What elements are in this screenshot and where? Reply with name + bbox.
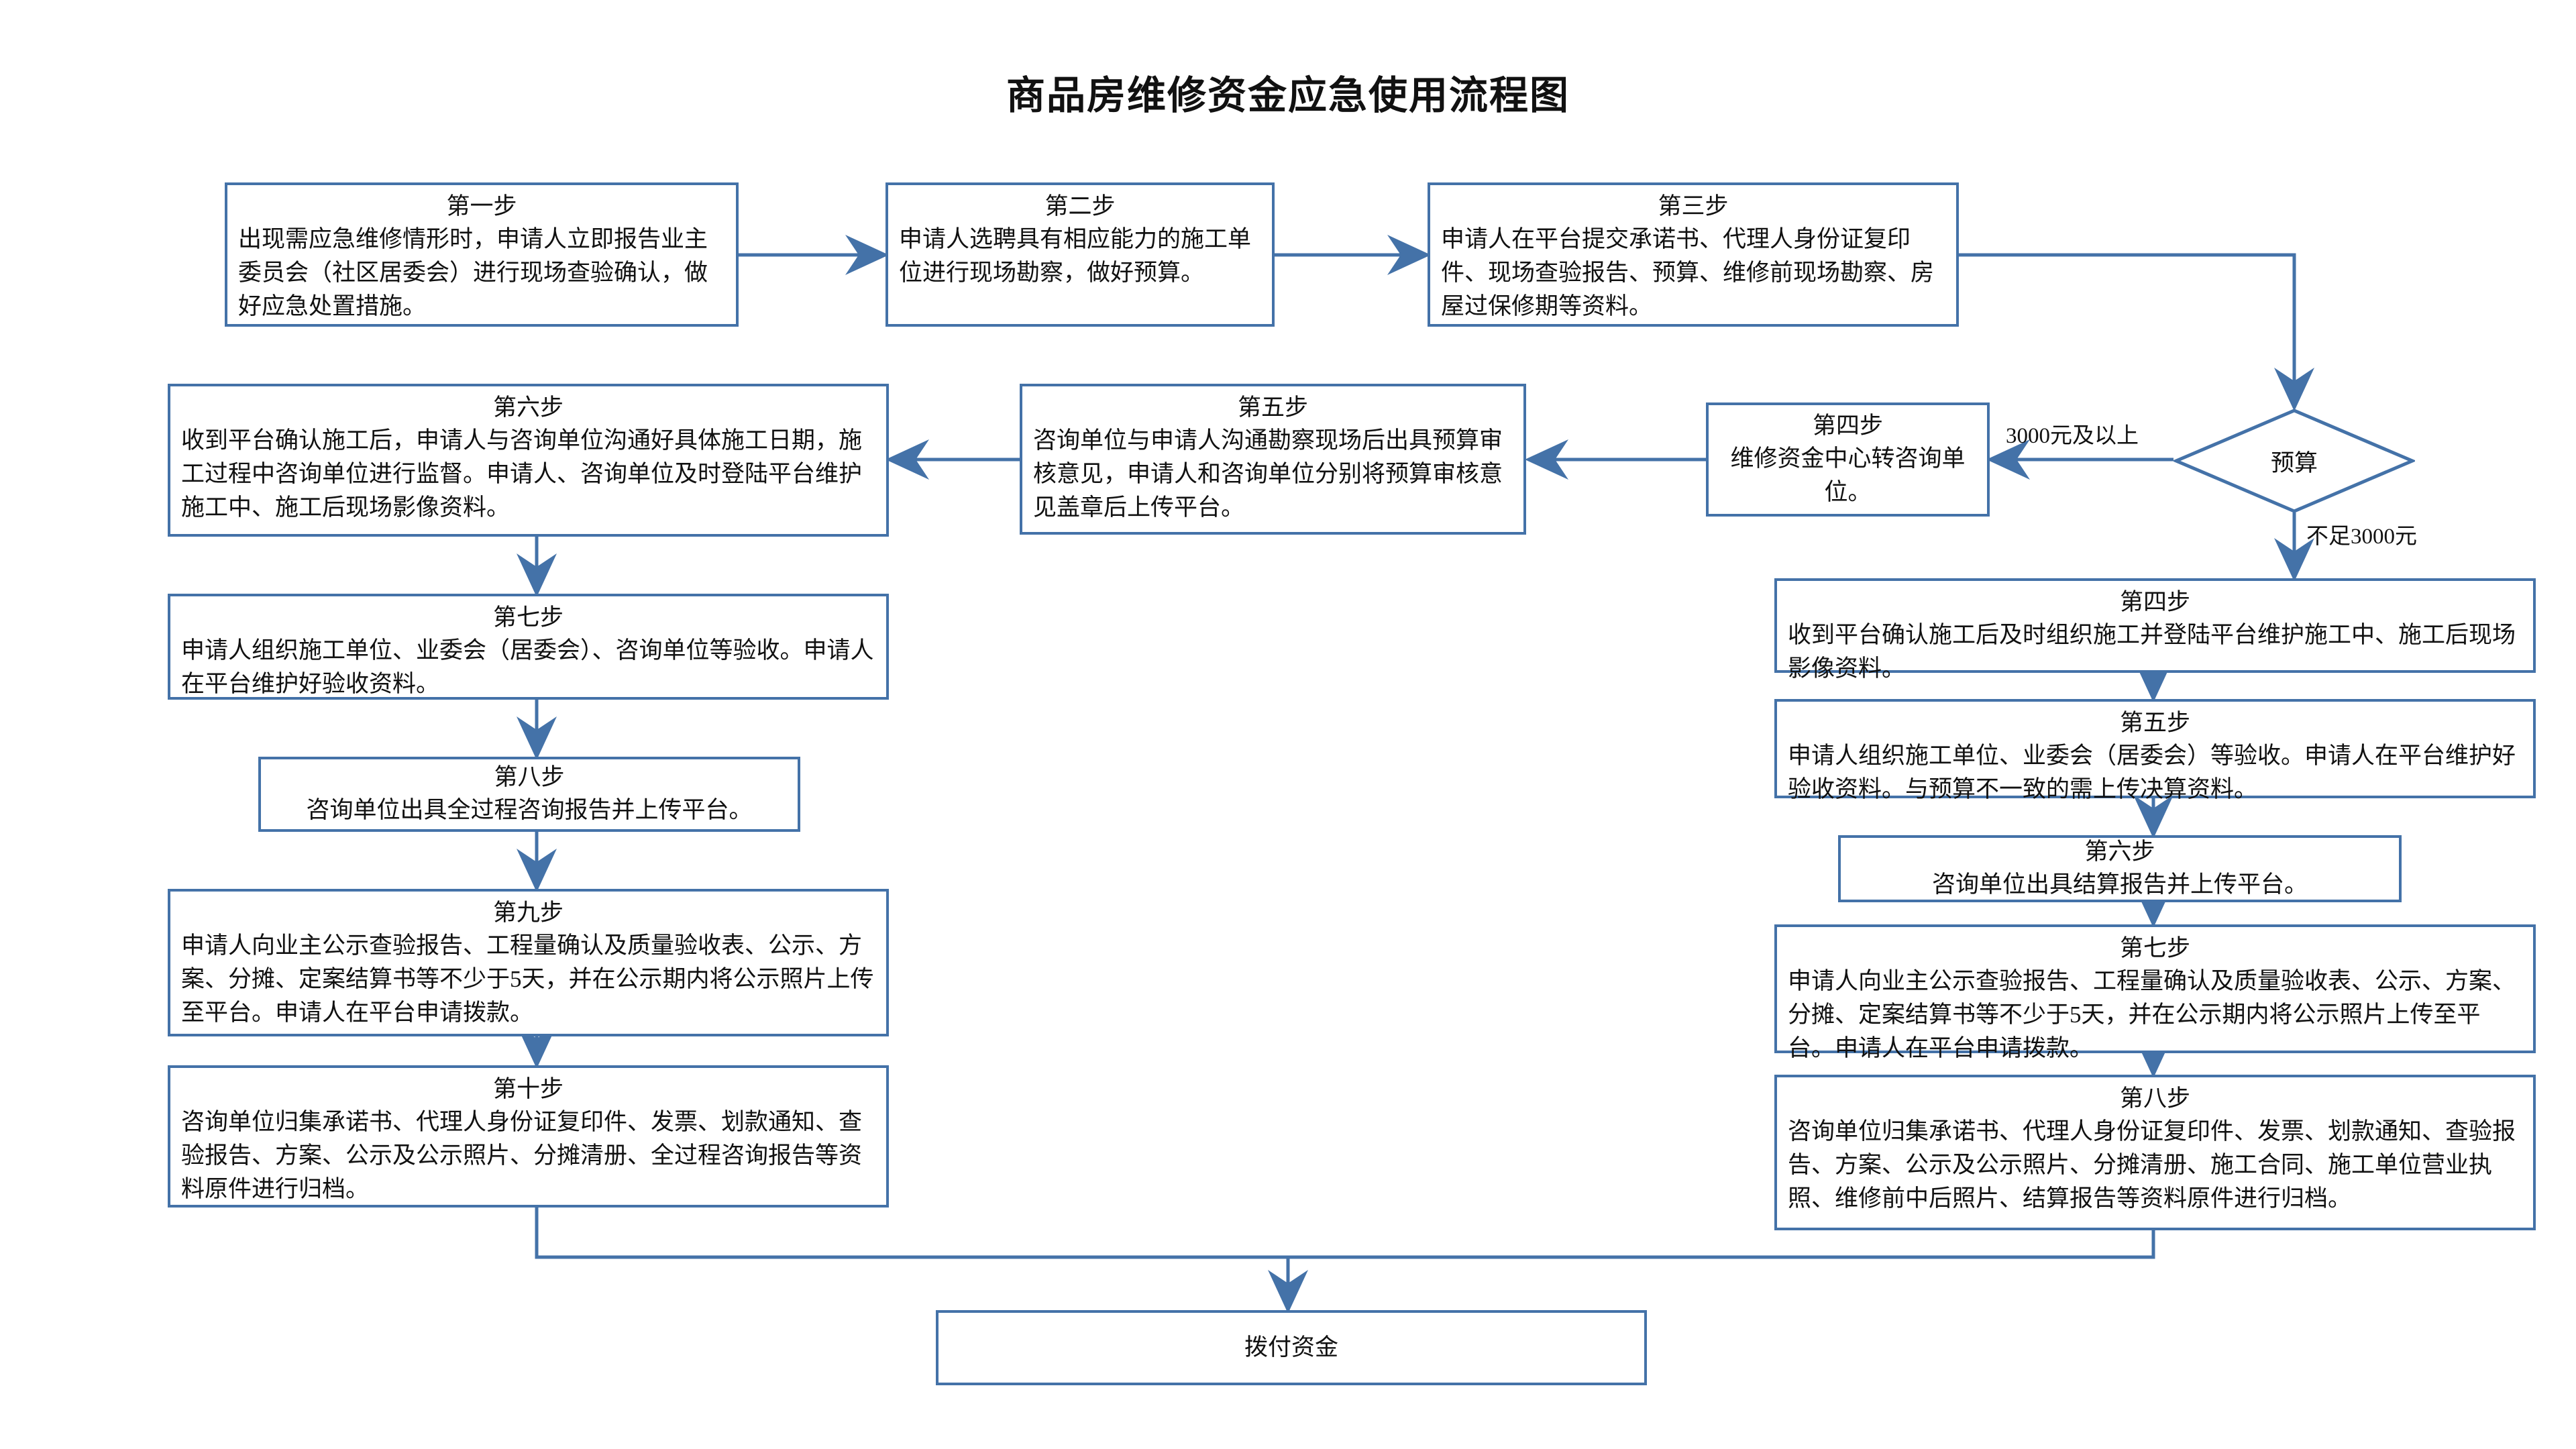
edge-label-budget-lt: 不足3000元 bbox=[2306, 525, 2417, 549]
node-right-step7-body: 申请人向业主公示查验报告、工程量确认及质量验收表、公示、方案、分摊、定案结算书等… bbox=[1788, 968, 2516, 1061]
node-left-step7-head: 第七步 bbox=[492, 604, 564, 631]
node-right-step4-head: 第四步 bbox=[2119, 589, 2190, 615]
node-step3-head: 第三步 bbox=[1658, 193, 1729, 219]
node-left-step8-body: 咨询单位出具全过程咨询报告并上传平台。 bbox=[306, 797, 753, 824]
node-left-step10-head: 第十步 bbox=[492, 1076, 564, 1102]
node-left-step4-head: 第四步 bbox=[1812, 413, 1883, 439]
node-right-step7-head: 第七步 bbox=[2119, 935, 2190, 961]
node-decision-budget[interactable]: 预算 bbox=[2171, 408, 2417, 514]
diamond-shape bbox=[2171, 409, 2417, 513]
node-step2-head: 第二步 bbox=[1044, 193, 1116, 219]
node-step3[interactable]: 第三步 申请人在平台提交承诺书、代理人身份证复印件、现场查验报告、预算、维修前现… bbox=[1428, 182, 1959, 327]
node-left-step6[interactable]: 第六步 收到平台确认施工后，申请人与咨询单位沟通好具体施工日期，施工过程中咨询单… bbox=[168, 384, 889, 537]
node-left-step4[interactable]: 第四步 维修资金中心转咨询单位。 bbox=[1706, 402, 1990, 517]
node-step2[interactable]: 第二步 申请人选聘具有相应能力的施工单位进行现场勘察，做好预算。 bbox=[885, 182, 1275, 327]
node-right-step5-head: 第五步 bbox=[2119, 710, 2190, 736]
edge-left10-merge bbox=[535, 1208, 1288, 1259]
node-right-step5[interactable]: 第五步 申请人组织施工单位、业委会（居委会）等验收。申请人在平台维护好验收资料。… bbox=[1774, 699, 2536, 802]
edge-step3-decision bbox=[1959, 253, 2314, 411]
node-step3-body: 申请人在平台提交承诺书、代理人身份证复印件、现场查验报告、预算、维修前现场勘察、… bbox=[1441, 226, 1935, 319]
node-left-step10-body: 咨询单位归集承诺书、代理人身份证复印件、发票、划款通知、查验报告、方案、公示及公… bbox=[181, 1109, 863, 1202]
node-left-step6-body: 收到平台确认施工后，申请人与咨询单位沟通好具体施工日期，施工过程中咨询单位进行监… bbox=[181, 427, 863, 521]
node-left-step6-head: 第六步 bbox=[492, 394, 564, 421]
node-final[interactable]: 拨付资金 bbox=[936, 1310, 1647, 1385]
node-right-step8[interactable]: 第八步 咨询单位归集承诺书、代理人身份证复印件、发票、划款通知、查验报告、方案、… bbox=[1774, 1075, 2536, 1230]
node-left-step5[interactable]: 第五步 咨询单位与申请人沟通勘察现场后出具预算审核意见，申请人和咨询单位分别将预… bbox=[1020, 384, 1526, 535]
node-left-step8[interactable]: 第八步 咨询单位出具全过程咨询报告并上传平台。 bbox=[258, 757, 800, 832]
node-right-step6[interactable]: 第六步 咨询单位出具结算报告并上传平台。 bbox=[1838, 835, 2402, 902]
node-step1-head: 第一步 bbox=[446, 193, 517, 219]
node-right-step8-head: 第八步 bbox=[2119, 1085, 2190, 1112]
node-decision-label: 预算 bbox=[2270, 449, 2318, 476]
node-final-label: 拨付资金 bbox=[1244, 1334, 1338, 1361]
node-right-step4[interactable]: 第四步 收到平台确认施工后及时组织施工并登陆平台维护施工中、施工后现场影像资料。 bbox=[1774, 578, 2536, 682]
node-right-step6-head: 第六步 bbox=[2084, 839, 2155, 865]
node-step1-body: 出现需应急维修情形时，申请人立即报告业主委员会（社区居委会）进行现场查验确认，做… bbox=[238, 226, 708, 319]
node-left-step8-head: 第八步 bbox=[494, 764, 565, 791]
node-right-step5-body: 申请人组织施工单位、业委会（居委会）等验收。申请人在平台维护好验收资料。与预算不… bbox=[1788, 743, 2516, 802]
node-left-step7[interactable]: 第七步 申请人组织施工单位、业委会（居委会）、咨询单位等验收。申请人在平台维护好… bbox=[168, 594, 889, 700]
node-left-step10[interactable]: 第十步 咨询单位归集承诺书、代理人身份证复印件、发票、划款通知、查验报告、方案、… bbox=[168, 1065, 889, 1208]
edge-label-budget-ge: 3000元及以上 bbox=[2006, 424, 2139, 448]
node-left-step9[interactable]: 第九步 申请人向业主公示查验报告、工程量确认及质量验收表、公示、方案、分摊、定案… bbox=[168, 889, 889, 1036]
node-left-step5-head: 第五步 bbox=[1237, 394, 1308, 421]
node-left-step4-body: 维修资金中心转咨询单位。 bbox=[1730, 445, 1966, 506]
node-left-step9-body: 申请人向业主公示查验报告、工程量确认及质量验收表、公示、方案、分摊、定案结算书等… bbox=[181, 932, 874, 1026]
page-title: 商品房维修资金应急使用流程图 bbox=[1006, 74, 1570, 117]
node-step1[interactable]: 第一步 出现需应急维修情形时，申请人立即报告业主委员会（社区居委会）进行现场查验… bbox=[225, 182, 739, 327]
node-left-step9-head: 第九步 bbox=[492, 900, 564, 926]
node-right-step4-body: 收到平台确认施工后及时组织施工并登陆平台维护施工中、施工后现场影像资料。 bbox=[1788, 622, 2516, 682]
node-right-step8-body: 咨询单位归集承诺书、代理人身份证复印件、发票、划款通知、查验报告、方案、公示及公… bbox=[1788, 1118, 2516, 1212]
node-left-step5-body: 咨询单位与申请人沟通勘察现场后出具预算审核意见，申请人和咨询单位分别将预算审核意… bbox=[1033, 427, 1503, 521]
node-step2-body: 申请人选聘具有相应能力的施工单位进行现场勘察，做好预算。 bbox=[899, 226, 1252, 286]
node-left-step7-body: 申请人组织施工单位、业委会（居委会）、咨询单位等验收。申请人在平台维护好验收资料… bbox=[181, 637, 874, 697]
node-right-step7[interactable]: 第七步 申请人向业主公示查验报告、工程量确认及质量验收表、公示、方案、分摊、定案… bbox=[1774, 924, 2536, 1061]
edge-right8-merge bbox=[1288, 1230, 2155, 1259]
node-right-step6-body: 咨询单位出具结算报告并上传平台。 bbox=[1931, 871, 2308, 898]
